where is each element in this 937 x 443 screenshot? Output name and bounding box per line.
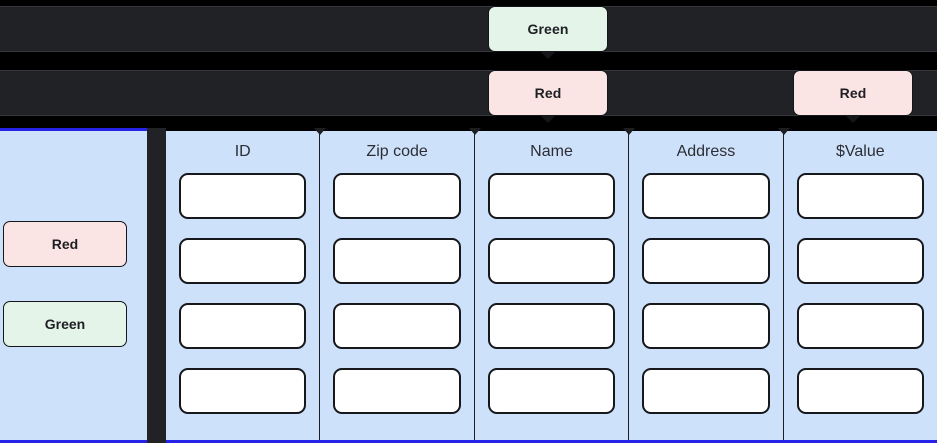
column-header[interactable]: $Value (836, 143, 885, 160)
table-cell[interactable] (179, 368, 307, 414)
column-header[interactable]: Address (676, 143, 736, 160)
callout-green-top[interactable]: Green (488, 6, 608, 59)
side-callout-green-label: Green (44, 316, 86, 332)
table-cell[interactable] (179, 303, 307, 349)
left-panel (0, 128, 152, 443)
top-banner-row-2 (0, 70, 937, 116)
table-cell[interactable] (487, 303, 616, 349)
column-resize-marker-icon[interactable] (623, 128, 636, 135)
callout-red-right[interactable]: Red (793, 70, 913, 123)
table-cell[interactable] (642, 238, 770, 284)
column-resize-marker-icon[interactable] (314, 128, 327, 135)
callout-red-center[interactable]: Red (488, 70, 608, 123)
column-cells (320, 173, 473, 414)
column-resize-marker-icon[interactable] (777, 128, 790, 135)
side-callout-red-label: Red (51, 236, 79, 252)
stage: Red Green ID Zip code Name Address $Value (0, 128, 937, 443)
table-cell[interactable] (487, 173, 616, 219)
table-column: Zip code (314, 128, 473, 440)
table-panel: ID Zip code Name Address $Value (166, 128, 937, 443)
table-cell[interactable] (487, 368, 616, 414)
table-cell[interactable] (333, 238, 461, 284)
table-cell[interactable] (796, 368, 925, 414)
callout-red-right-label: Red (839, 85, 867, 101)
column-cells (629, 173, 782, 414)
column-header[interactable]: Zip code (366, 143, 428, 160)
column-header[interactable]: ID (234, 143, 251, 160)
side-callout-red[interactable]: Red (3, 221, 127, 267)
table-cell[interactable] (333, 173, 461, 219)
panel-divider-strip (147, 128, 167, 443)
table-cell[interactable] (642, 173, 770, 219)
table-column: Name (468, 128, 628, 440)
table-cell[interactable] (333, 368, 461, 414)
callout-pointer-icon (540, 51, 556, 59)
callout-pointer-icon (845, 115, 861, 123)
table-cell[interactable] (333, 303, 461, 349)
table-column: $Value (777, 128, 937, 440)
callout-pointer-icon (540, 115, 556, 123)
column-cells (475, 173, 628, 414)
column-cells (784, 173, 937, 414)
table-cell[interactable] (796, 303, 925, 349)
table-cell[interactable] (487, 238, 616, 284)
table-cell[interactable] (179, 173, 307, 219)
top-banner-row-1 (0, 6, 937, 52)
table-column: Address (623, 128, 782, 440)
callout-green-top-label: Green (527, 21, 569, 37)
side-callout-green[interactable]: Green (3, 301, 127, 347)
table-column: ID (166, 131, 319, 440)
column-cells (166, 173, 319, 414)
table-cell[interactable] (642, 303, 770, 349)
table-cell[interactable] (796, 173, 925, 219)
column-header[interactable]: Name (530, 143, 573, 160)
column-resize-marker-icon[interactable] (468, 128, 481, 135)
table-cell[interactable] (796, 238, 925, 284)
table-cell[interactable] (642, 368, 770, 414)
table-cell[interactable] (179, 238, 307, 284)
callout-red-center-label: Red (534, 85, 562, 101)
